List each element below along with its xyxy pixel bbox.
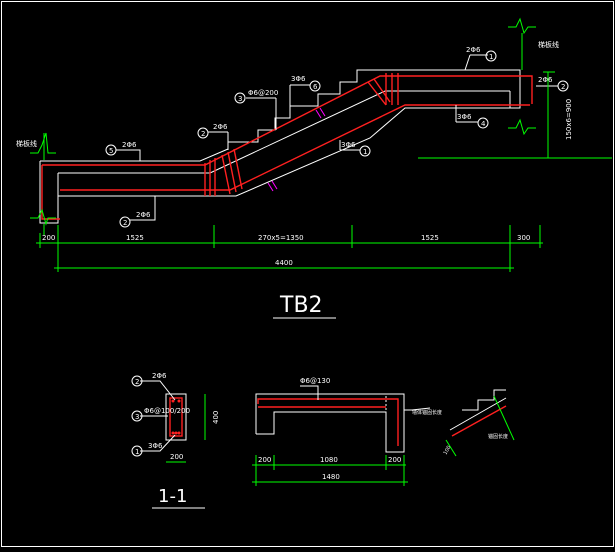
annotations: 2Φ6 1 3Φ6 6 3 Φ6@200 2 2Φ6 5 2Φ6 2 2Φ6 1… bbox=[16, 40, 569, 228]
dim-total: 4400 bbox=[275, 259, 293, 267]
marker-6 bbox=[309, 80, 321, 92]
bottom-dimensions: 200 1525 270x5=1350 1525 300 4400 bbox=[36, 225, 543, 272]
marker-2-right bbox=[557, 80, 569, 92]
marker-label: 4 bbox=[481, 120, 486, 128]
sec-bottom-bars: 3Φ6 bbox=[148, 442, 163, 450]
label-2phi6-mid: 2Φ6 bbox=[213, 123, 228, 131]
anchorage-note: 锚固长度 bbox=[488, 433, 508, 440]
marker-label: 1 bbox=[489, 53, 493, 61]
label-elev-left: 梯板线 bbox=[16, 139, 37, 148]
marker-label: 1 bbox=[135, 448, 139, 456]
marker-1-mid bbox=[359, 145, 371, 157]
sec-height: 400 bbox=[212, 411, 220, 424]
sec-stirrup: Φ6@100/200 bbox=[144, 407, 190, 415]
dim-200: 200 bbox=[42, 234, 55, 242]
label-3phi6-right: 3Φ6 bbox=[457, 113, 472, 121]
marker-5 bbox=[105, 144, 117, 156]
label-3phi6-mid: 3Φ6 bbox=[341, 141, 356, 149]
slab-detail: Φ6@130 200 1080 200 1480 墙体锚固长度 bbox=[252, 377, 442, 486]
svg-text:100: 100 bbox=[443, 445, 453, 456]
label-2phi6-right: 2Φ6 bbox=[538, 76, 553, 84]
marker-label: 3 bbox=[238, 95, 242, 103]
marker-label: 6 bbox=[313, 83, 318, 91]
dim-1525-right: 1525 bbox=[421, 234, 439, 242]
main-title: TB2 bbox=[279, 293, 323, 318]
riser-dim-text: 150x6=900 bbox=[565, 99, 573, 140]
break-lines bbox=[30, 17, 536, 235]
sec-top-bars: 2Φ6 bbox=[152, 372, 167, 380]
section-cut-marks bbox=[267, 107, 326, 192]
label-2phi6-left: 2Φ6 bbox=[122, 141, 137, 149]
marker-label: 3 bbox=[135, 413, 139, 421]
marker-2-bottom bbox=[119, 216, 131, 228]
marker-4 bbox=[477, 117, 489, 129]
label-2phi6-bottom: 2Φ6 bbox=[136, 211, 151, 219]
section-1-1: 2 2Φ6 3 Φ6@100/200 1 3Φ6 400 200 1-1 bbox=[131, 372, 220, 509]
detail-dim-200-left: 200 bbox=[258, 456, 271, 464]
detail-note: 墙体锚固长度 bbox=[412, 409, 442, 416]
marker-label: 2 bbox=[123, 219, 127, 227]
dim-1525-left: 1525 bbox=[126, 234, 144, 242]
sec-width: 200 bbox=[170, 453, 183, 461]
detail-dim-total: 1480 bbox=[322, 473, 340, 481]
detail-dim-200-right: 200 bbox=[388, 456, 401, 464]
riser-dimension: 150x6=900 bbox=[418, 71, 612, 159]
stair-outline bbox=[39, 69, 521, 224]
dim-1350: 270x5=1350 bbox=[258, 234, 304, 242]
marker-label: 2 bbox=[561, 83, 565, 91]
marker-3 bbox=[234, 92, 246, 104]
marker-label: 1 bbox=[363, 148, 367, 156]
label-stirrup: Φ6@200 bbox=[248, 89, 278, 97]
rebar-main bbox=[41, 73, 533, 220]
anchorage-detail: 100 锚固长度 bbox=[443, 389, 515, 457]
marker-2-mid bbox=[197, 127, 209, 139]
section-title: 1-1 bbox=[158, 486, 187, 507]
marker-label: 5 bbox=[109, 147, 113, 155]
detail-dim-1080: 1080 bbox=[320, 456, 338, 464]
label-elev-right: 梯板线 bbox=[538, 40, 559, 49]
marker-1-top bbox=[485, 50, 497, 62]
label-3phi6-top: 3Φ6 bbox=[291, 75, 306, 83]
label-2phi6-top-right: 2Φ6 bbox=[466, 46, 481, 54]
detail-label: Φ6@130 bbox=[300, 377, 330, 385]
marker-label: 2 bbox=[135, 378, 139, 386]
marker-label: 2 bbox=[201, 130, 205, 138]
dim-300: 300 bbox=[517, 234, 530, 242]
